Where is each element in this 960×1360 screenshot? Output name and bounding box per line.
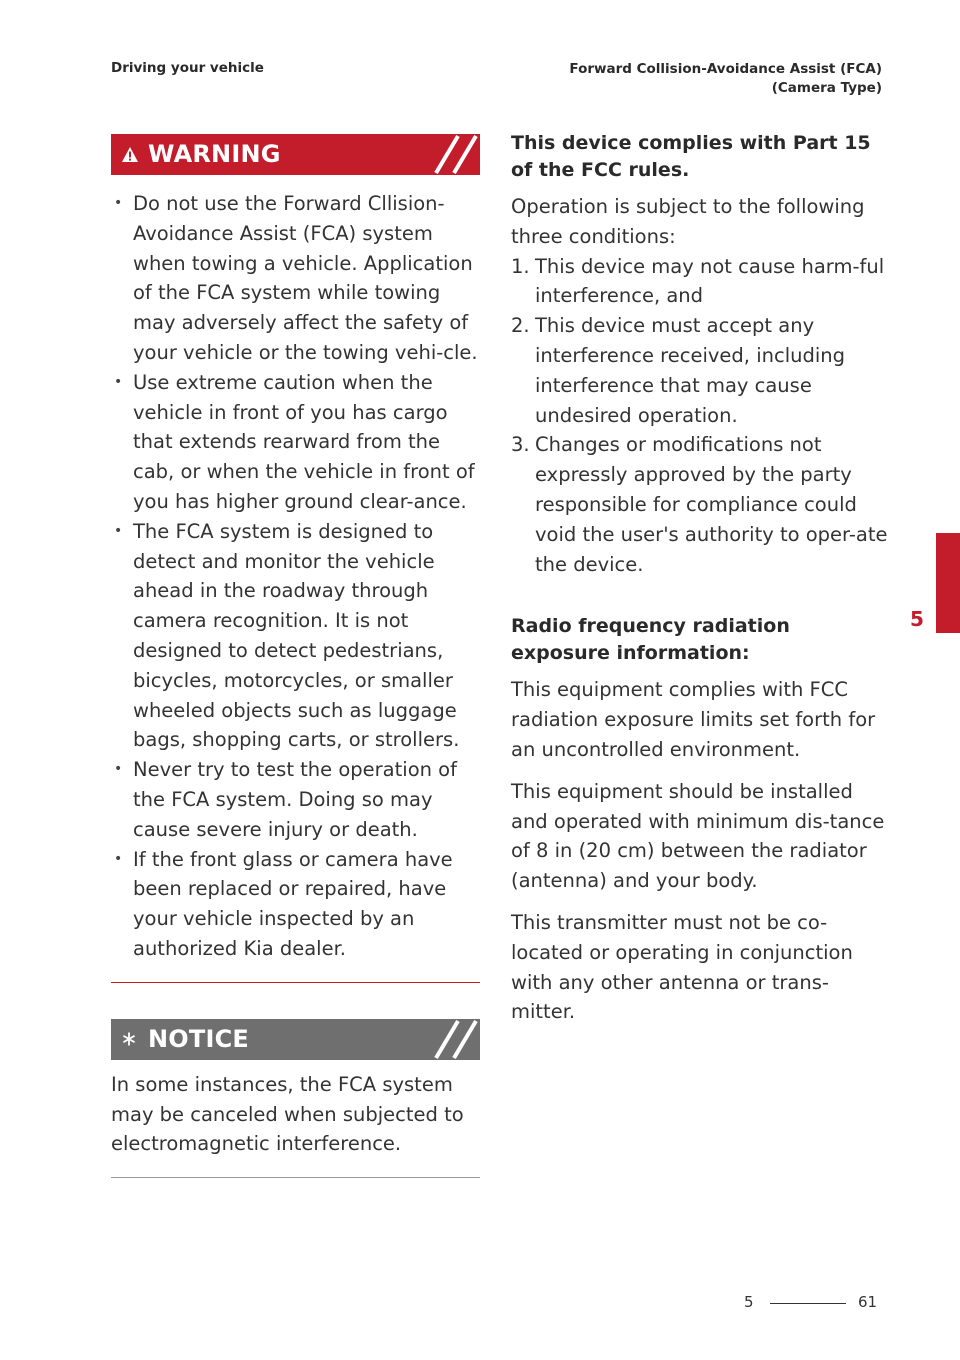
condition-number: 2. xyxy=(511,314,530,338)
running-header-right-line1: Forward Collision-Avoidance Assist (FCA) xyxy=(569,61,882,77)
banner-slashes-decoration xyxy=(434,134,478,175)
warning-list: Do not use the Forward Cllision-Avoidanc… xyxy=(111,189,480,964)
asterisk-icon xyxy=(121,1019,137,1060)
fcc-conditions-list: 1. This device may not cause harm-ful in… xyxy=(511,252,891,580)
running-header-right: Forward Collision-Avoidance Assist (FCA)… xyxy=(569,60,882,98)
footer-chapter-number: 5 xyxy=(744,1293,754,1311)
warning-item: The FCA system is designed to detect and… xyxy=(111,517,480,755)
notice-section: NOTICE In some instances, the FCA system… xyxy=(111,1018,480,1179)
condition-text: Changes or modifications not expressly a… xyxy=(535,433,888,576)
footer-page-number: 61 xyxy=(858,1293,878,1311)
condition-text: This device must accept any interference… xyxy=(535,314,846,427)
warning-banner: WARNING xyxy=(111,134,480,175)
running-header-right-line2: (Camera Type) xyxy=(771,80,882,96)
fcc-intro: Operation is subject to the following th… xyxy=(511,195,865,248)
notice-title: NOTICE xyxy=(148,1024,249,1053)
radio-paragraph: This equipment should be installed and o… xyxy=(511,779,885,893)
notice-text: In some instances, the FCA system may be… xyxy=(111,1072,464,1156)
fcc-condition-item: 3. Changes or modifications not expressl… xyxy=(511,430,891,579)
warning-item: If the front glass or camera have been r… xyxy=(111,845,480,964)
warning-item: Do not use the Forward Cllision-Avoidanc… xyxy=(111,189,480,368)
radio-heading: Radio frequency radiation exposure infor… xyxy=(511,615,790,665)
condition-text: This device may not cause harm-ful inter… xyxy=(535,254,885,308)
chapter-side-number: 5 xyxy=(910,607,924,631)
footer-divider xyxy=(770,1303,846,1304)
warning-item: Use extreme caution when the vehicle in … xyxy=(111,368,480,517)
notice-end-rule xyxy=(111,1177,480,1179)
right-column: This device complies with Part 15 of the… xyxy=(511,130,891,1027)
notice-banner: NOTICE xyxy=(111,1018,480,1060)
condition-number: 3. xyxy=(511,433,530,457)
chapter-side-tab xyxy=(936,533,960,633)
fcc-condition-item: 1. This device may not cause harm-ful in… xyxy=(511,252,891,312)
warning-triangle-icon xyxy=(121,134,139,175)
running-header-left: Driving your vehicle xyxy=(111,60,264,76)
radio-paragraph: This equipment complies with FCC radiati… xyxy=(511,678,876,761)
fcc-heading: This device complies with Part 15 of the… xyxy=(511,132,871,181)
banner-slashes-decoration xyxy=(434,1019,478,1059)
warning-end-rule xyxy=(111,981,480,983)
condition-number: 1. xyxy=(511,254,530,278)
radio-paragraph: This transmitter must not be co-located … xyxy=(511,910,853,1024)
warning-item: Never try to test the operation of the F… xyxy=(111,755,480,844)
fcc-condition-item: 2. This device must accept any interfere… xyxy=(511,311,891,430)
left-column: WARNING Do not use the Forward Cllision-… xyxy=(111,134,480,1179)
warning-title: WARNING xyxy=(148,140,281,168)
